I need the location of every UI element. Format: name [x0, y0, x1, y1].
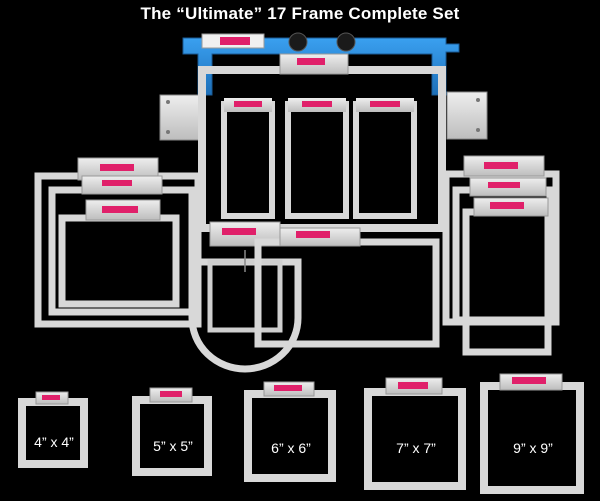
frame-small-top-1	[221, 98, 275, 219]
size-label-9x9: 9” x 9”	[513, 440, 553, 456]
size-label-6x6: 6” x 6”	[271, 440, 311, 456]
bracket-plate-right	[446, 91, 488, 140]
bracket-pink-tag	[220, 37, 250, 45]
knob-right	[336, 32, 356, 52]
photo-title: The “Ultimate” 17 Frame Complete Set	[140, 4, 460, 23]
blue-bracket	[159, 32, 488, 141]
frame-small-top-2	[285, 98, 349, 219]
frame-square-4	[18, 391, 88, 468]
size-label-7x7: 7” x 7”	[396, 440, 436, 456]
frame-square-6	[244, 381, 336, 482]
size-label-4x4: 4” x 4”	[34, 434, 74, 450]
size-label-5x5: 5” x 5”	[153, 438, 193, 454]
frame-square-7	[364, 377, 466, 490]
frame-stack-left	[34, 157, 202, 328]
bracket-plate-left	[159, 94, 201, 141]
frame-large-top	[198, 53, 446, 232]
frame-stack-right	[442, 155, 560, 356]
frame-square-9	[480, 373, 584, 494]
frame-small-top-3	[353, 98, 417, 219]
frame-wide-center	[254, 227, 440, 348]
knob-left	[288, 32, 308, 52]
frame-square-5	[132, 387, 212, 476]
